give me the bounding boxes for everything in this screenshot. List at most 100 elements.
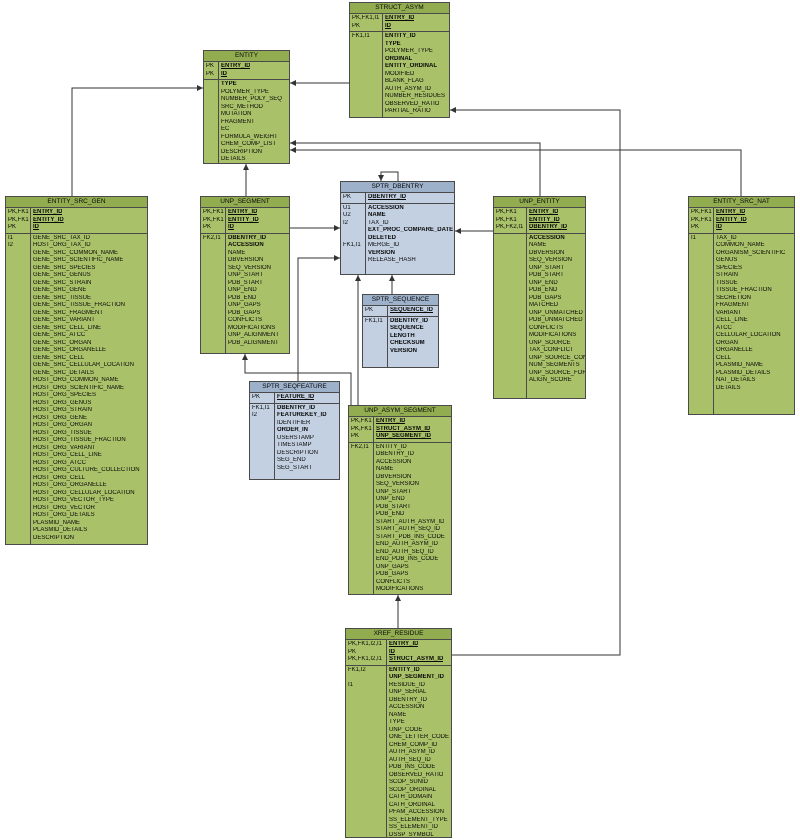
column-name: GENE_SRC_CELLULAR_LOCATION xyxy=(33,362,134,368)
column-row: AUTH_SEQ_ID xyxy=(346,757,451,765)
key-flags xyxy=(204,149,218,157)
column-name: HOST_ORG_VARIANT xyxy=(33,444,96,451)
column-row: PARTIAL_RATIO xyxy=(350,108,449,116)
relationship-unp-entity-to-entity[interactable] xyxy=(290,140,541,196)
key-flags xyxy=(204,96,218,104)
column-row: NAT_DETAILS xyxy=(689,377,794,385)
column-name: HOST_ORG_VECTOR_TYPE xyxy=(33,497,114,503)
column-name: ENTRY_ID xyxy=(33,209,63,215)
key-flags xyxy=(346,817,386,825)
key-flags: PK xyxy=(348,648,357,655)
column-name: GENE_SRC_COMMON_NAME xyxy=(33,249,119,256)
relationship-unp-asym-segment-to-unp-segment[interactable] xyxy=(242,354,352,405)
key-flags xyxy=(349,459,373,467)
key-flags xyxy=(204,89,218,97)
column-name: PDB_INS_CODE xyxy=(389,764,436,770)
column-name: FEATUREKEY_ID xyxy=(277,412,327,418)
relationship-xref-residue-to-struct-asym[interactable] xyxy=(450,107,621,656)
column-row: GENE_SRC_ORGANELLE xyxy=(6,347,147,355)
key-flags xyxy=(6,340,30,348)
column-row: CONFLICTS xyxy=(349,579,451,587)
column-name: START_PDB_INS_CODE xyxy=(376,533,445,540)
column-name: HOST_ORG_ORGANELLE xyxy=(33,482,107,488)
key-flags xyxy=(250,465,274,473)
column-name: DBVERSION xyxy=(529,249,565,256)
column-row: HOST_ORG_COMMON_NAME xyxy=(6,377,147,385)
column-name: UNP_START xyxy=(376,488,412,495)
column-name: PDB_ALIGNMENT xyxy=(228,339,279,346)
column-row: UNP_SEGMENT_ID xyxy=(346,674,451,682)
column-name: MODIFICATIONS xyxy=(529,332,577,338)
key-flags xyxy=(349,526,373,534)
key-flags: PK xyxy=(252,394,261,400)
column-row: GENE_SRC_FRAGMENT xyxy=(6,310,147,318)
key-flags xyxy=(6,452,30,460)
relationship-sptr-dbentry-merge-self[interactable] xyxy=(378,171,399,181)
column-name: ID xyxy=(221,70,227,77)
column-row: PDB_INS_CODE xyxy=(346,764,451,772)
key-flags xyxy=(689,295,713,303)
key-flags: PK,FK1 xyxy=(203,216,224,223)
key-flags xyxy=(6,430,30,438)
column-row: UNP_ALIGNMENT xyxy=(201,332,289,340)
column-name: HOST_ORG_STRAIN xyxy=(33,407,93,413)
key-flags: PK,FK1 xyxy=(203,209,224,215)
column-row: PDB_START xyxy=(349,504,451,512)
column-name: PDB_START xyxy=(529,272,564,278)
relationship-sptr-seqfeature-to-sptr-dbentry[interactable] xyxy=(297,255,340,381)
column-name: AUTH_ASYM_ID xyxy=(389,749,436,755)
column-name: DBENTRY_ID xyxy=(277,404,316,411)
column-row: DBENTRY_ID xyxy=(349,451,451,459)
key-flags xyxy=(341,250,365,258)
key-flags xyxy=(350,93,382,101)
column-row: TISSUE xyxy=(689,280,794,288)
column-name: SCOP_ORDINAL xyxy=(389,786,437,793)
column-name: UNP_GAPS xyxy=(376,563,409,570)
column-row: GENUS xyxy=(689,257,794,265)
column-row: BLANK_FLAG xyxy=(350,78,449,86)
relationship-entity-src-gen-to-entity[interactable] xyxy=(71,85,203,196)
column-name: CONFLICTS xyxy=(376,578,411,585)
column-name: ENTITY_ID xyxy=(33,216,64,223)
key-flags xyxy=(346,719,386,727)
column-name: HOST_ORG_TISSUE_FRACTION xyxy=(33,437,126,443)
relationship-entity-src-nat-to-entity[interactable] xyxy=(290,147,742,196)
column-row: HOST_ORG_CELLULAR_LOCATION xyxy=(6,490,147,498)
column-name: CHEM_COMP_ID xyxy=(389,741,438,748)
column-name: CELL_LINE xyxy=(716,317,748,323)
column-row: GENE_SRC_TISSUE_FRACTION xyxy=(6,302,147,310)
column-name: GENE_SRC_VARIANT xyxy=(33,317,95,323)
table-title: SPTR_SEQFEATURE xyxy=(250,382,339,393)
key-flags xyxy=(341,227,365,235)
column-row: PFAM_ACCESSION xyxy=(346,809,451,817)
key-flags xyxy=(349,496,373,504)
key-flags xyxy=(689,272,713,280)
column-row: GENE_SRC_ORGAN xyxy=(6,340,147,348)
column-row: DBVERSION xyxy=(349,474,451,482)
key-flags xyxy=(346,674,386,682)
key-flags xyxy=(349,466,373,474)
key-flags xyxy=(494,280,526,288)
key-flags: PK,FK1 xyxy=(691,209,712,215)
column-row: UNP_GAPS xyxy=(349,564,451,572)
key-flags: I2 xyxy=(343,219,349,226)
key-flags xyxy=(6,302,30,310)
key-flags xyxy=(250,435,274,443)
